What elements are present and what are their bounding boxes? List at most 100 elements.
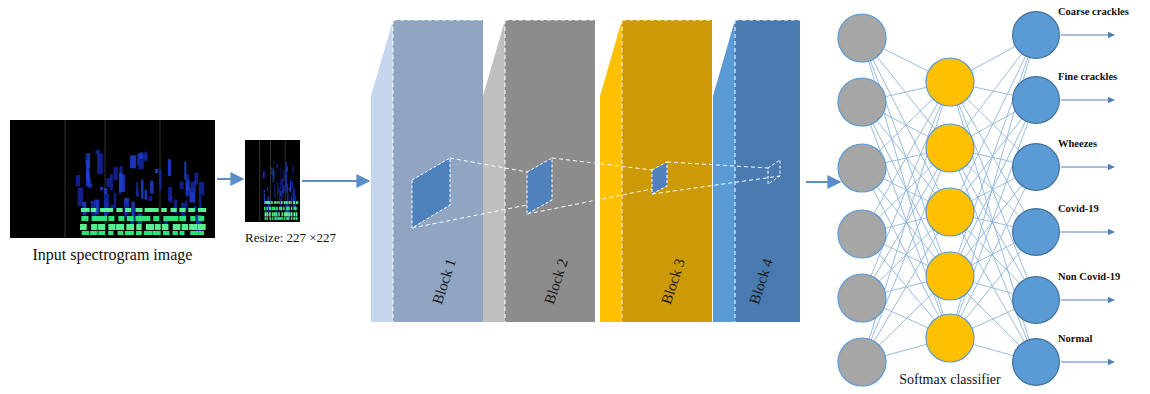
- spectrogram-stroke: [264, 170, 266, 178]
- spectrogram-stroke: [104, 188, 107, 194]
- input-neuron: [838, 274, 886, 322]
- spectrogram-stroke: [97, 154, 103, 174]
- output-arrow: [1061, 35, 1114, 36]
- spectrogram-stroke: [284, 212, 286, 216]
- spectrogram-stroke: [173, 231, 178, 235]
- receptive-field-line: [527, 186, 667, 214]
- spectrogram-stroke: [76, 175, 80, 186]
- output-arrow: [1061, 100, 1114, 101]
- spectrogram-stroke: [279, 217, 281, 220]
- spectrogram-stroke: [99, 216, 107, 221]
- class-label: Wheezes: [1058, 138, 1097, 149]
- spectrogram-stroke: [143, 216, 150, 221]
- spectrogram-stroke: [130, 155, 136, 168]
- spectrogram-stroke: [91, 224, 97, 230]
- spectrogram-stroke: [108, 224, 115, 230]
- spectrogram-stroke: [155, 169, 158, 173]
- spectrogram-stroke: [191, 181, 196, 192]
- flow-arrow: [302, 180, 369, 182]
- input-neuron: [838, 78, 886, 126]
- output-circle: [1012, 338, 1060, 386]
- spectrogram-stroke: [271, 201, 273, 204]
- spectrogram-stroke: [274, 217, 276, 220]
- spectrogram-stroke: [286, 162, 288, 175]
- spectrogram-stroke: [281, 178, 282, 182]
- output-neuron: Covid-19: [1012, 208, 1060, 256]
- spectrogram-stroke: [65, 120, 66, 238]
- spectrogram-stroke: [279, 188, 281, 200]
- layer-caption: Softmax classifier: [899, 372, 1000, 388]
- spectrogram-stroke: [190, 216, 195, 221]
- network-wire: [871, 104, 941, 276]
- spectrogram-stroke: [291, 217, 293, 220]
- spectrogram-stroke: [168, 159, 171, 176]
- spectrogram-stroke: [267, 187, 268, 190]
- spectrogram-stroke: [153, 216, 159, 221]
- receptive-field-patch: [768, 160, 780, 184]
- spectrogram-stroke: [266, 207, 268, 210]
- spectrogram-stroke: [98, 231, 105, 235]
- spectrogram-stroke: [78, 188, 83, 206]
- spectrogram-stroke: [292, 181, 294, 188]
- spectrogram-stroke: [290, 182, 291, 193]
- spectrogram-stroke: [141, 180, 143, 199]
- spectrogram-stroke: [264, 207, 265, 210]
- block-edge: [735, 20, 736, 322]
- spectrogram-stroke: [86, 171, 90, 186]
- spectrogram-stroke: [276, 217, 278, 220]
- receptive-field-patch: [527, 158, 552, 214]
- network-wire: [871, 170, 941, 340]
- spectrogram-stroke: [98, 224, 105, 230]
- spectrogram-stroke: [277, 182, 278, 185]
- block-edge: [622, 20, 712, 21]
- flow-arrow: [806, 181, 840, 183]
- output-circle: [1012, 276, 1060, 324]
- network-wire: [965, 186, 1021, 257]
- block-side: [713, 20, 735, 322]
- block-slab: [371, 18, 483, 324]
- spectrogram-stroke: [92, 216, 100, 221]
- image-caption: Input spectrogram image: [33, 246, 193, 264]
- block-side: [600, 20, 622, 322]
- spectrogram-stroke: [114, 167, 118, 180]
- spectrogram-stroke: [286, 217, 288, 220]
- spectrogram-stroke: [107, 208, 113, 212]
- spectrogram-stroke: [285, 184, 287, 191]
- spectrogram-stroke: [293, 217, 295, 220]
- spectrogram-stroke: [296, 212, 298, 216]
- block-edge: [622, 20, 623, 322]
- spectrogram-stroke: [272, 212, 274, 216]
- spectrogram-stroke: [198, 224, 206, 230]
- block-face: [622, 20, 712, 322]
- output-arrow: [1061, 232, 1114, 233]
- class-label: Fine crackles: [1058, 71, 1117, 82]
- conv-block: Block 1: [371, 18, 483, 324]
- flow-arrow: [217, 178, 243, 180]
- block-side: [371, 20, 393, 322]
- spectrogram-stroke: [274, 212, 276, 216]
- spectrogram-stroke: [274, 201, 276, 204]
- block-slab: [483, 18, 595, 324]
- spectrogram-stroke: [267, 201, 269, 204]
- spectrogram-stroke: [274, 171, 276, 178]
- spectrogram-stroke: [198, 208, 206, 212]
- conv-block: Block 4: [713, 18, 800, 324]
- spectrogram-stroke: [145, 190, 147, 200]
- spectrogram-stroke: [199, 231, 204, 235]
- spectrogram-stroke: [272, 217, 274, 220]
- spectrogram-stroke: [118, 231, 124, 235]
- receptive-field-line: [552, 158, 652, 170]
- spectrogram-stroke: [286, 201, 288, 204]
- spectrogram-stroke: [283, 169, 285, 182]
- spectrogram-stroke: [277, 189, 279, 199]
- spectrogram-stroke: [281, 212, 282, 216]
- spectrogram-stroke: [295, 217, 297, 220]
- spectrogram-stroke: [153, 231, 161, 235]
- spectrogram-stroke: [171, 216, 179, 221]
- receptive-field-line: [450, 158, 527, 172]
- spectrogram-stroke: [81, 208, 90, 212]
- spectrogram-stroke: [118, 216, 124, 221]
- output-neuron: Fine crackles: [1012, 76, 1060, 124]
- input-neuron: [838, 338, 886, 386]
- spectrogram-image: Resize: 227 ×227: [245, 140, 300, 222]
